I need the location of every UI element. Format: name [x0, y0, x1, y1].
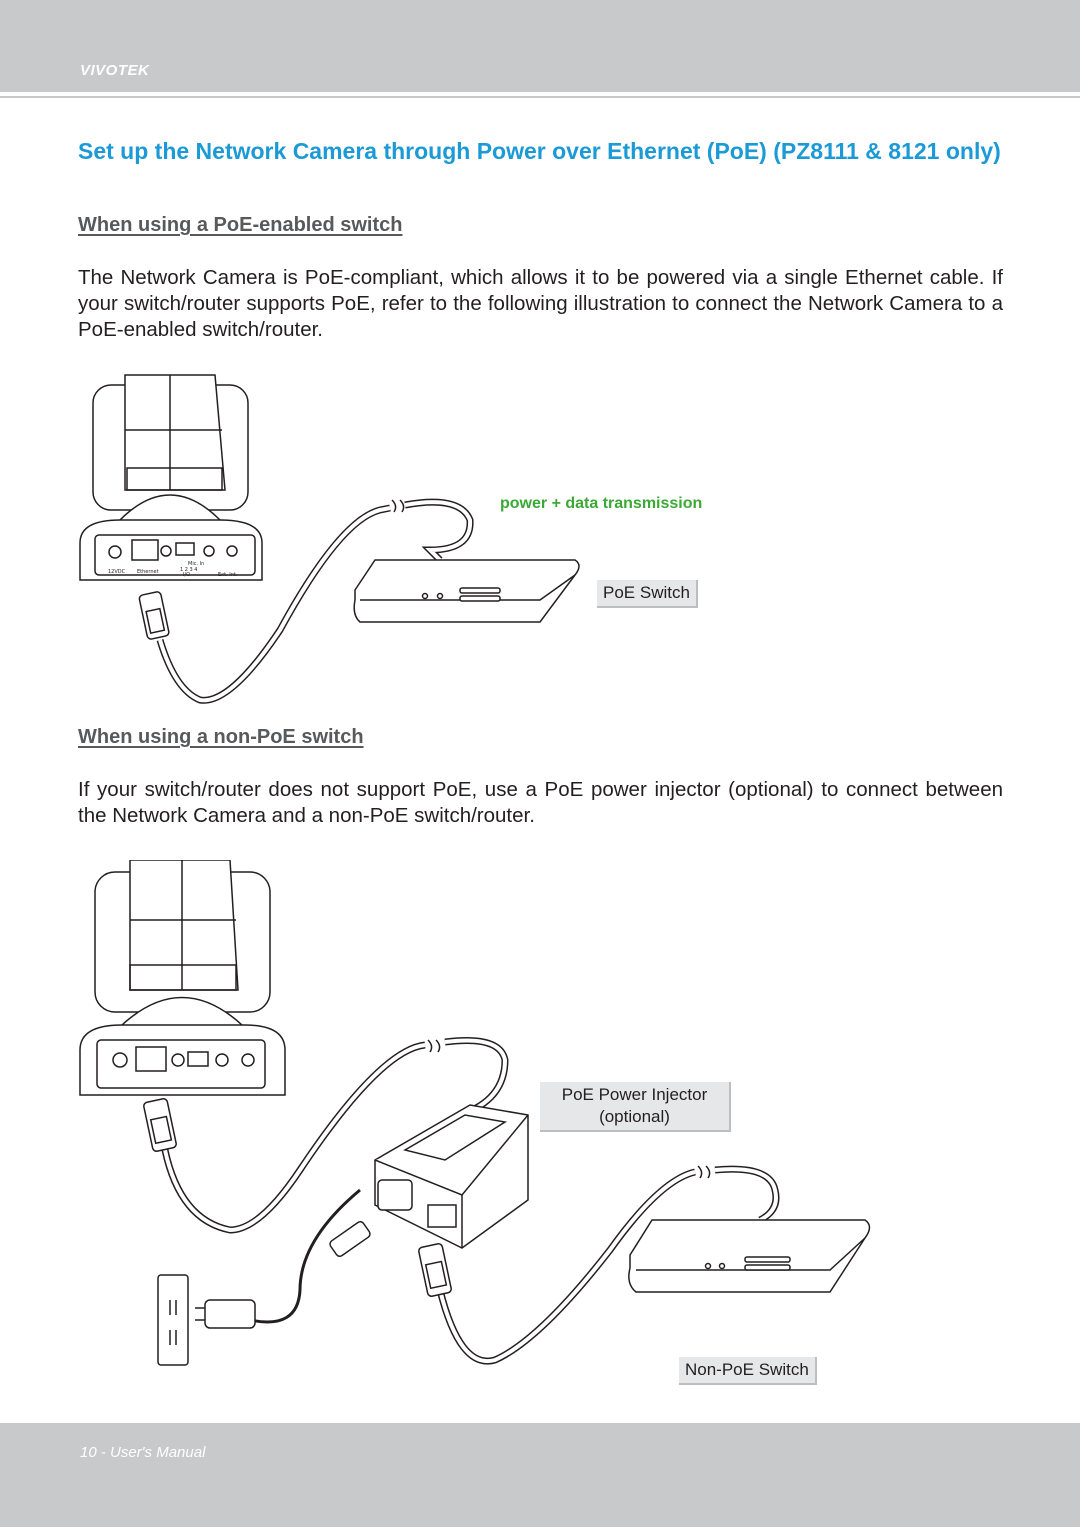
camera-port-labels: 12VDC Ethernet Mic. In 1 2 3 4 I/O Ext. … — [108, 561, 238, 578]
poe-switch-label: PoE Switch — [597, 580, 698, 608]
port-label: 1 2 3 4 — [180, 567, 198, 573]
header-bar — [0, 0, 1080, 92]
poe-injector-label: PoE Power Injector (optional) — [540, 1082, 731, 1132]
poe-injector-icon — [374, 1104, 529, 1249]
non-poe-switch-diagram — [79, 860, 871, 1366]
cable-break-icon — [391, 499, 405, 513]
page-number: 10 - User's Manual — [80, 1444, 206, 1461]
brand-logo: VIVOTEK — [80, 62, 150, 79]
poe-injector-label-line1: PoE Power Injector — [561, 1085, 708, 1104]
wall-outlet-icon — [157, 1274, 189, 1366]
non-poe-switch-label: Non-PoE Switch — [679, 1357, 817, 1385]
transmission-label: power + data transmission — [500, 495, 702, 512]
section-body-non-poe: If your switch/router does not support P… — [78, 778, 1003, 827]
power-plug-icon — [195, 1220, 371, 1329]
poe-injector-label-line2: (optional) — [599, 1107, 670, 1126]
port-label: Ext. Int. — [218, 572, 238, 578]
port-label: 12VDC — [108, 569, 126, 575]
port-label: I/O — [183, 572, 190, 578]
section-heading-poe: When using a PoE-enabled switch — [78, 214, 403, 236]
port-label: Mic. In — [188, 561, 204, 567]
rj45-plug-icon — [143, 1098, 177, 1152]
header-divider — [0, 96, 1080, 98]
section-body-poe: The Network Camera is PoE-compliant, whi… — [78, 266, 1003, 341]
section-heading-non-poe: When using a non-PoE switch — [78, 726, 364, 748]
poe-switch-diagram: 12VDC Ethernet Mic. In 1 2 3 4 I/O Ext. … — [79, 374, 702, 704]
page-title: Set up the Network Camera through Power … — [78, 138, 1001, 164]
rj45-plug-icon — [138, 591, 170, 640]
port-label: Ethernet — [137, 569, 159, 575]
non-poe-switch-icon — [628, 1219, 871, 1293]
footer-bar — [0, 1423, 1080, 1527]
rj45-plug-icon — [418, 1243, 452, 1297]
camera-icon — [79, 860, 286, 1096]
cable-break-icon — [427, 1039, 441, 1053]
cable-break-icon — [697, 1165, 711, 1179]
poe-switch-icon — [353, 559, 580, 623]
camera-icon — [79, 374, 263, 581]
